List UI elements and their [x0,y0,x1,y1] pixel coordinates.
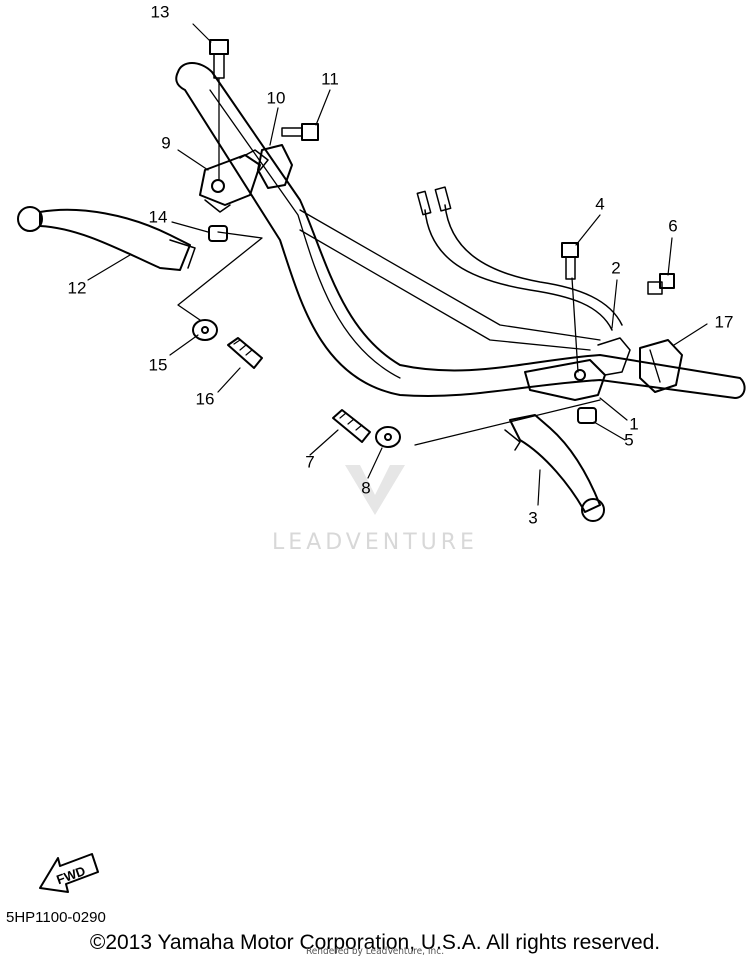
bolt-11 [281,123,319,141]
callout-13: 13 [150,2,170,22]
clutch-lever [17,206,196,271]
nut-5 [577,407,597,424]
callout-8: 8 [361,478,371,498]
callout-15: 15 [148,355,168,375]
callout-14: 14 [148,207,168,227]
adjuster-16 [227,337,263,369]
callout-10: 10 [266,88,286,108]
right-lever-holder [524,337,631,401]
callout-17: 17 [714,312,734,332]
callout-6: 6 [668,216,678,236]
bolt-4 [561,242,579,280]
callout-2: 2 [611,258,621,278]
throttle-housing [639,339,683,393]
handlebar [175,62,746,399]
callout-3: 3 [528,508,538,528]
left-lever-holder [199,149,269,213]
leadventure-logo-icon [345,465,405,515]
fwd-arrow-icon [39,853,99,893]
callout-1: 1 [629,414,639,434]
diagram-code: 5HP1100-0290 [6,909,106,926]
callout-16: 16 [195,389,215,409]
brake-lever [504,414,605,522]
locknut-15 [192,319,218,341]
leader-lines [87,23,708,506]
bolt-6 [647,273,675,295]
watermark-text: LEADVENTURE [272,530,478,555]
callout-11: 11 [321,69,339,89]
callout-5: 5 [624,430,634,450]
assembly-lines [177,77,601,446]
callout-7: 7 [305,452,315,472]
callout-12: 12 [67,278,87,298]
rendered-by-notice: Rendered by LeadVenture, Inc. [305,946,445,957]
switch-wires [416,186,623,331]
copyright-notice: ©2013 Yamaha Motor Corporation, U.S.A. A… [89,931,661,954]
adjuster-7 [332,409,371,443]
callout-4: 4 [595,194,605,214]
locknut-8 [375,426,401,448]
left-clamp [257,144,293,189]
callout-9: 9 [161,133,171,153]
